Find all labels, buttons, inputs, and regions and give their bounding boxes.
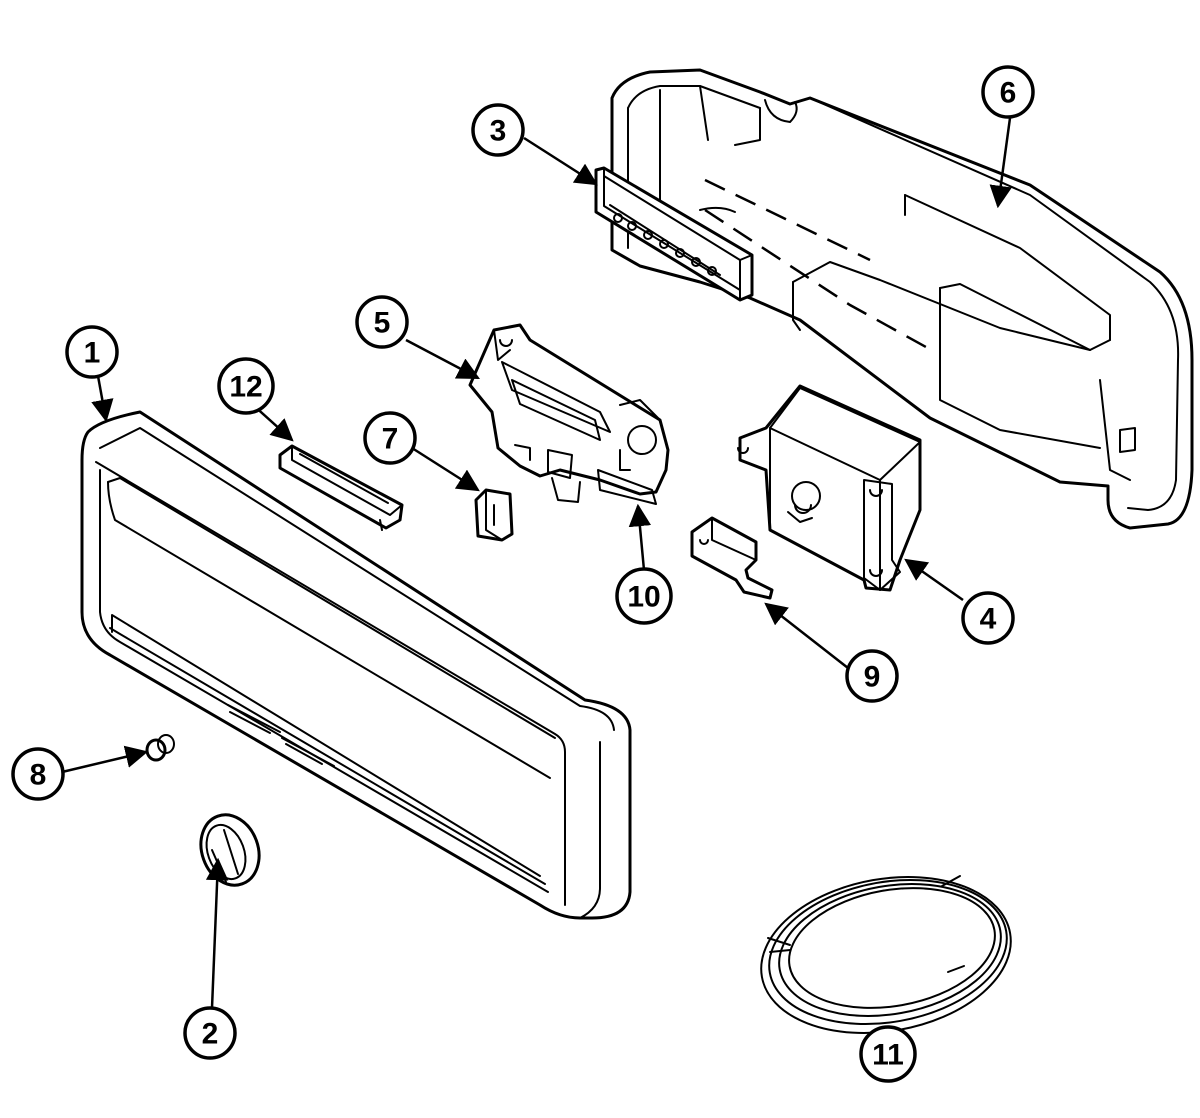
callout-3: 3 bbox=[471, 103, 525, 157]
callout-8: 8 bbox=[11, 747, 65, 801]
callout-10-label: 10 bbox=[627, 581, 660, 614]
part-3-terminal-block bbox=[594, 166, 754, 302]
part-4-timer bbox=[737, 384, 922, 592]
part-12-light-bar bbox=[278, 444, 404, 531]
callout-1-label: 1 bbox=[84, 337, 101, 370]
callout-10: 10 bbox=[615, 567, 673, 625]
part-7-clip bbox=[474, 488, 514, 542]
callout-9-label: 9 bbox=[864, 661, 881, 694]
callout-11: 11 bbox=[859, 1025, 917, 1083]
callout-4: 4 bbox=[961, 591, 1015, 645]
part-1-console-panel bbox=[80, 410, 632, 920]
part-11-wire-harness bbox=[760, 875, 1012, 1034]
callout-5: 5 bbox=[355, 295, 409, 349]
callout-4-label: 4 bbox=[980, 603, 997, 636]
part-2-knob bbox=[199, 813, 261, 887]
callout-7-label: 7 bbox=[382, 423, 399, 456]
callout-3-label: 3 bbox=[490, 115, 507, 148]
callout-7: 7 bbox=[363, 411, 417, 465]
part-6-console-housing bbox=[610, 68, 1194, 530]
callout-6: 6 bbox=[981, 65, 1035, 119]
callout-8-label: 8 bbox=[30, 759, 47, 792]
callout-1: 1 bbox=[65, 325, 119, 379]
part-9-micro-switch bbox=[690, 516, 774, 600]
callout-12: 12 bbox=[217, 357, 275, 415]
part-5-switch-bracket bbox=[468, 323, 670, 505]
callout-6-label: 6 bbox=[1000, 77, 1017, 110]
callout-9: 9 bbox=[845, 649, 899, 703]
callout-2: 2 bbox=[183, 1006, 237, 1060]
callout-2-label: 2 bbox=[202, 1018, 219, 1051]
callout-11-label: 11 bbox=[872, 1039, 904, 1072]
part-8-bulb bbox=[145, 734, 175, 762]
callout-5-label: 5 bbox=[374, 307, 391, 340]
callout-12-label: 12 bbox=[229, 371, 262, 404]
